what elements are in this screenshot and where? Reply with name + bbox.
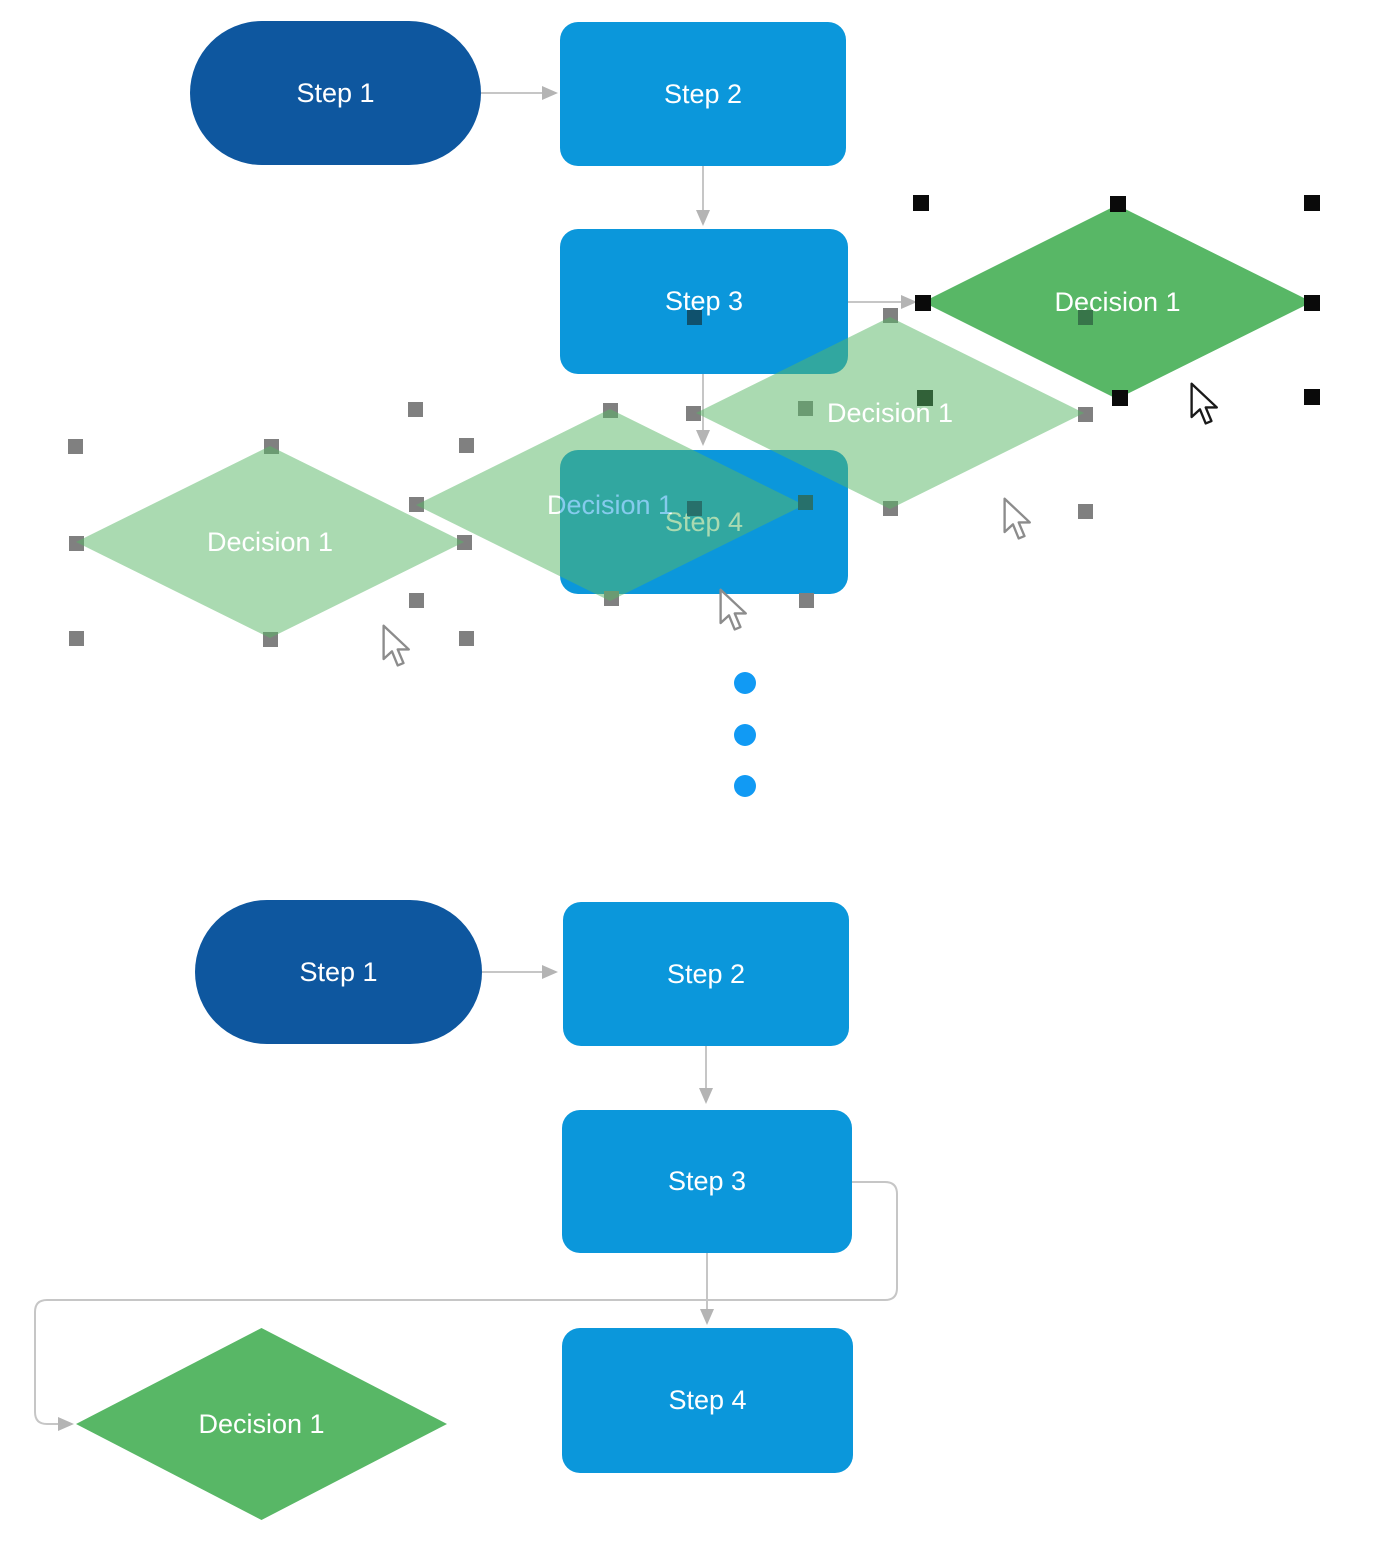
ghost-handle[interactable] <box>1077 309 1093 325</box>
ellipsis-dot <box>734 775 756 797</box>
connector-step3-decision-loop[interactable] <box>34 1181 898 1425</box>
ghost-handle[interactable] <box>456 534 472 550</box>
diamond-shape <box>76 446 464 638</box>
diamond-shape <box>696 317 1084 509</box>
node-step-1-bottom[interactable]: Step 1 <box>195 900 482 1044</box>
ghost-handle[interactable] <box>408 592 424 608</box>
ghost-handle[interactable] <box>1077 406 1093 422</box>
drag-ghost-decision-left: Decision 1 <box>76 446 464 638</box>
node-label: Decision 1 <box>1054 286 1181 317</box>
node-step-4-bottom[interactable]: Step 4 <box>562 1328 853 1473</box>
ghost-handle[interactable] <box>458 630 474 646</box>
ghost-handle[interactable] <box>68 535 84 551</box>
ellipsis-dot <box>734 724 756 746</box>
ghost-handle[interactable] <box>408 496 424 512</box>
node-step-3[interactable]: Step 3 <box>560 229 848 374</box>
mouse-cursor-arrow <box>1189 382 1219 434</box>
selection-handle[interactable] <box>1112 390 1128 406</box>
ghost-handle[interactable] <box>458 437 474 453</box>
node-step-3-bottom[interactable]: Step 3 <box>562 1110 852 1253</box>
mouse-cursor-arrow <box>718 588 748 640</box>
selection-handle[interactable] <box>913 195 929 211</box>
ghost-handle[interactable] <box>67 438 83 454</box>
arrowhead <box>700 1309 714 1325</box>
selection-handle[interactable] <box>1110 196 1126 212</box>
mouse-cursor-arrow <box>381 624 411 676</box>
arrowhead <box>542 86 558 100</box>
ghost-handle[interactable] <box>68 630 84 646</box>
diamond-shape <box>416 409 804 601</box>
ghost-handle[interactable] <box>686 500 702 516</box>
arrowhead <box>696 430 710 446</box>
node-label: Step 2 <box>666 958 746 989</box>
ghost-handle[interactable] <box>407 401 423 417</box>
arrowhead <box>58 1417 74 1431</box>
diamond-shape <box>76 1328 447 1520</box>
node-label: Step 4 <box>668 1385 747 1415</box>
arrowhead <box>901 295 917 309</box>
drag-ghost-decision-right: Decision 1 <box>696 317 1084 509</box>
node-label: Step 3 <box>667 1166 747 1196</box>
node-label: Step 1 <box>299 956 378 987</box>
arrowhead <box>696 210 710 226</box>
node-label: Step 1 <box>296 77 375 108</box>
ghost-handle[interactable] <box>685 405 701 421</box>
ellipsis-dot <box>734 672 756 694</box>
node-label: Step 2 <box>663 78 743 109</box>
selection-handle[interactable] <box>1304 195 1320 211</box>
node-label: Decision 1 <box>826 397 954 428</box>
ghost-handle[interactable] <box>798 592 814 608</box>
ghost-handle[interactable] <box>797 494 813 510</box>
drag-ghost-decision-middle: Decision 1 <box>416 409 804 601</box>
node-label: Decision 1 <box>198 1408 325 1439</box>
selection-handle[interactable] <box>1304 389 1320 405</box>
ghost-handle[interactable] <box>882 307 898 323</box>
node-step-2[interactable]: Step 2 <box>560 22 846 166</box>
selection-handle[interactable] <box>915 295 931 311</box>
selection-handle[interactable] <box>1304 295 1320 311</box>
ghost-handle[interactable] <box>1077 503 1093 519</box>
node-decision-1-bottom[interactable]: Decision 1 <box>76 1328 447 1520</box>
node-step-2-bottom[interactable]: Step 2 <box>563 902 849 1046</box>
mouse-cursor-arrow <box>1002 497 1032 549</box>
ghost-handle[interactable] <box>686 309 702 325</box>
arrowhead <box>542 965 558 979</box>
node-label: Step 3 <box>664 286 744 316</box>
node-label: Decision 1 <box>206 526 334 557</box>
node-label: Decision 1 <box>546 489 674 520</box>
arrowhead <box>699 1088 713 1104</box>
node-decision-1-selected[interactable]: Decision 1 <box>923 205 1312 399</box>
node-step-1[interactable]: Step 1 <box>190 21 481 165</box>
diamond-shape <box>923 205 1312 399</box>
